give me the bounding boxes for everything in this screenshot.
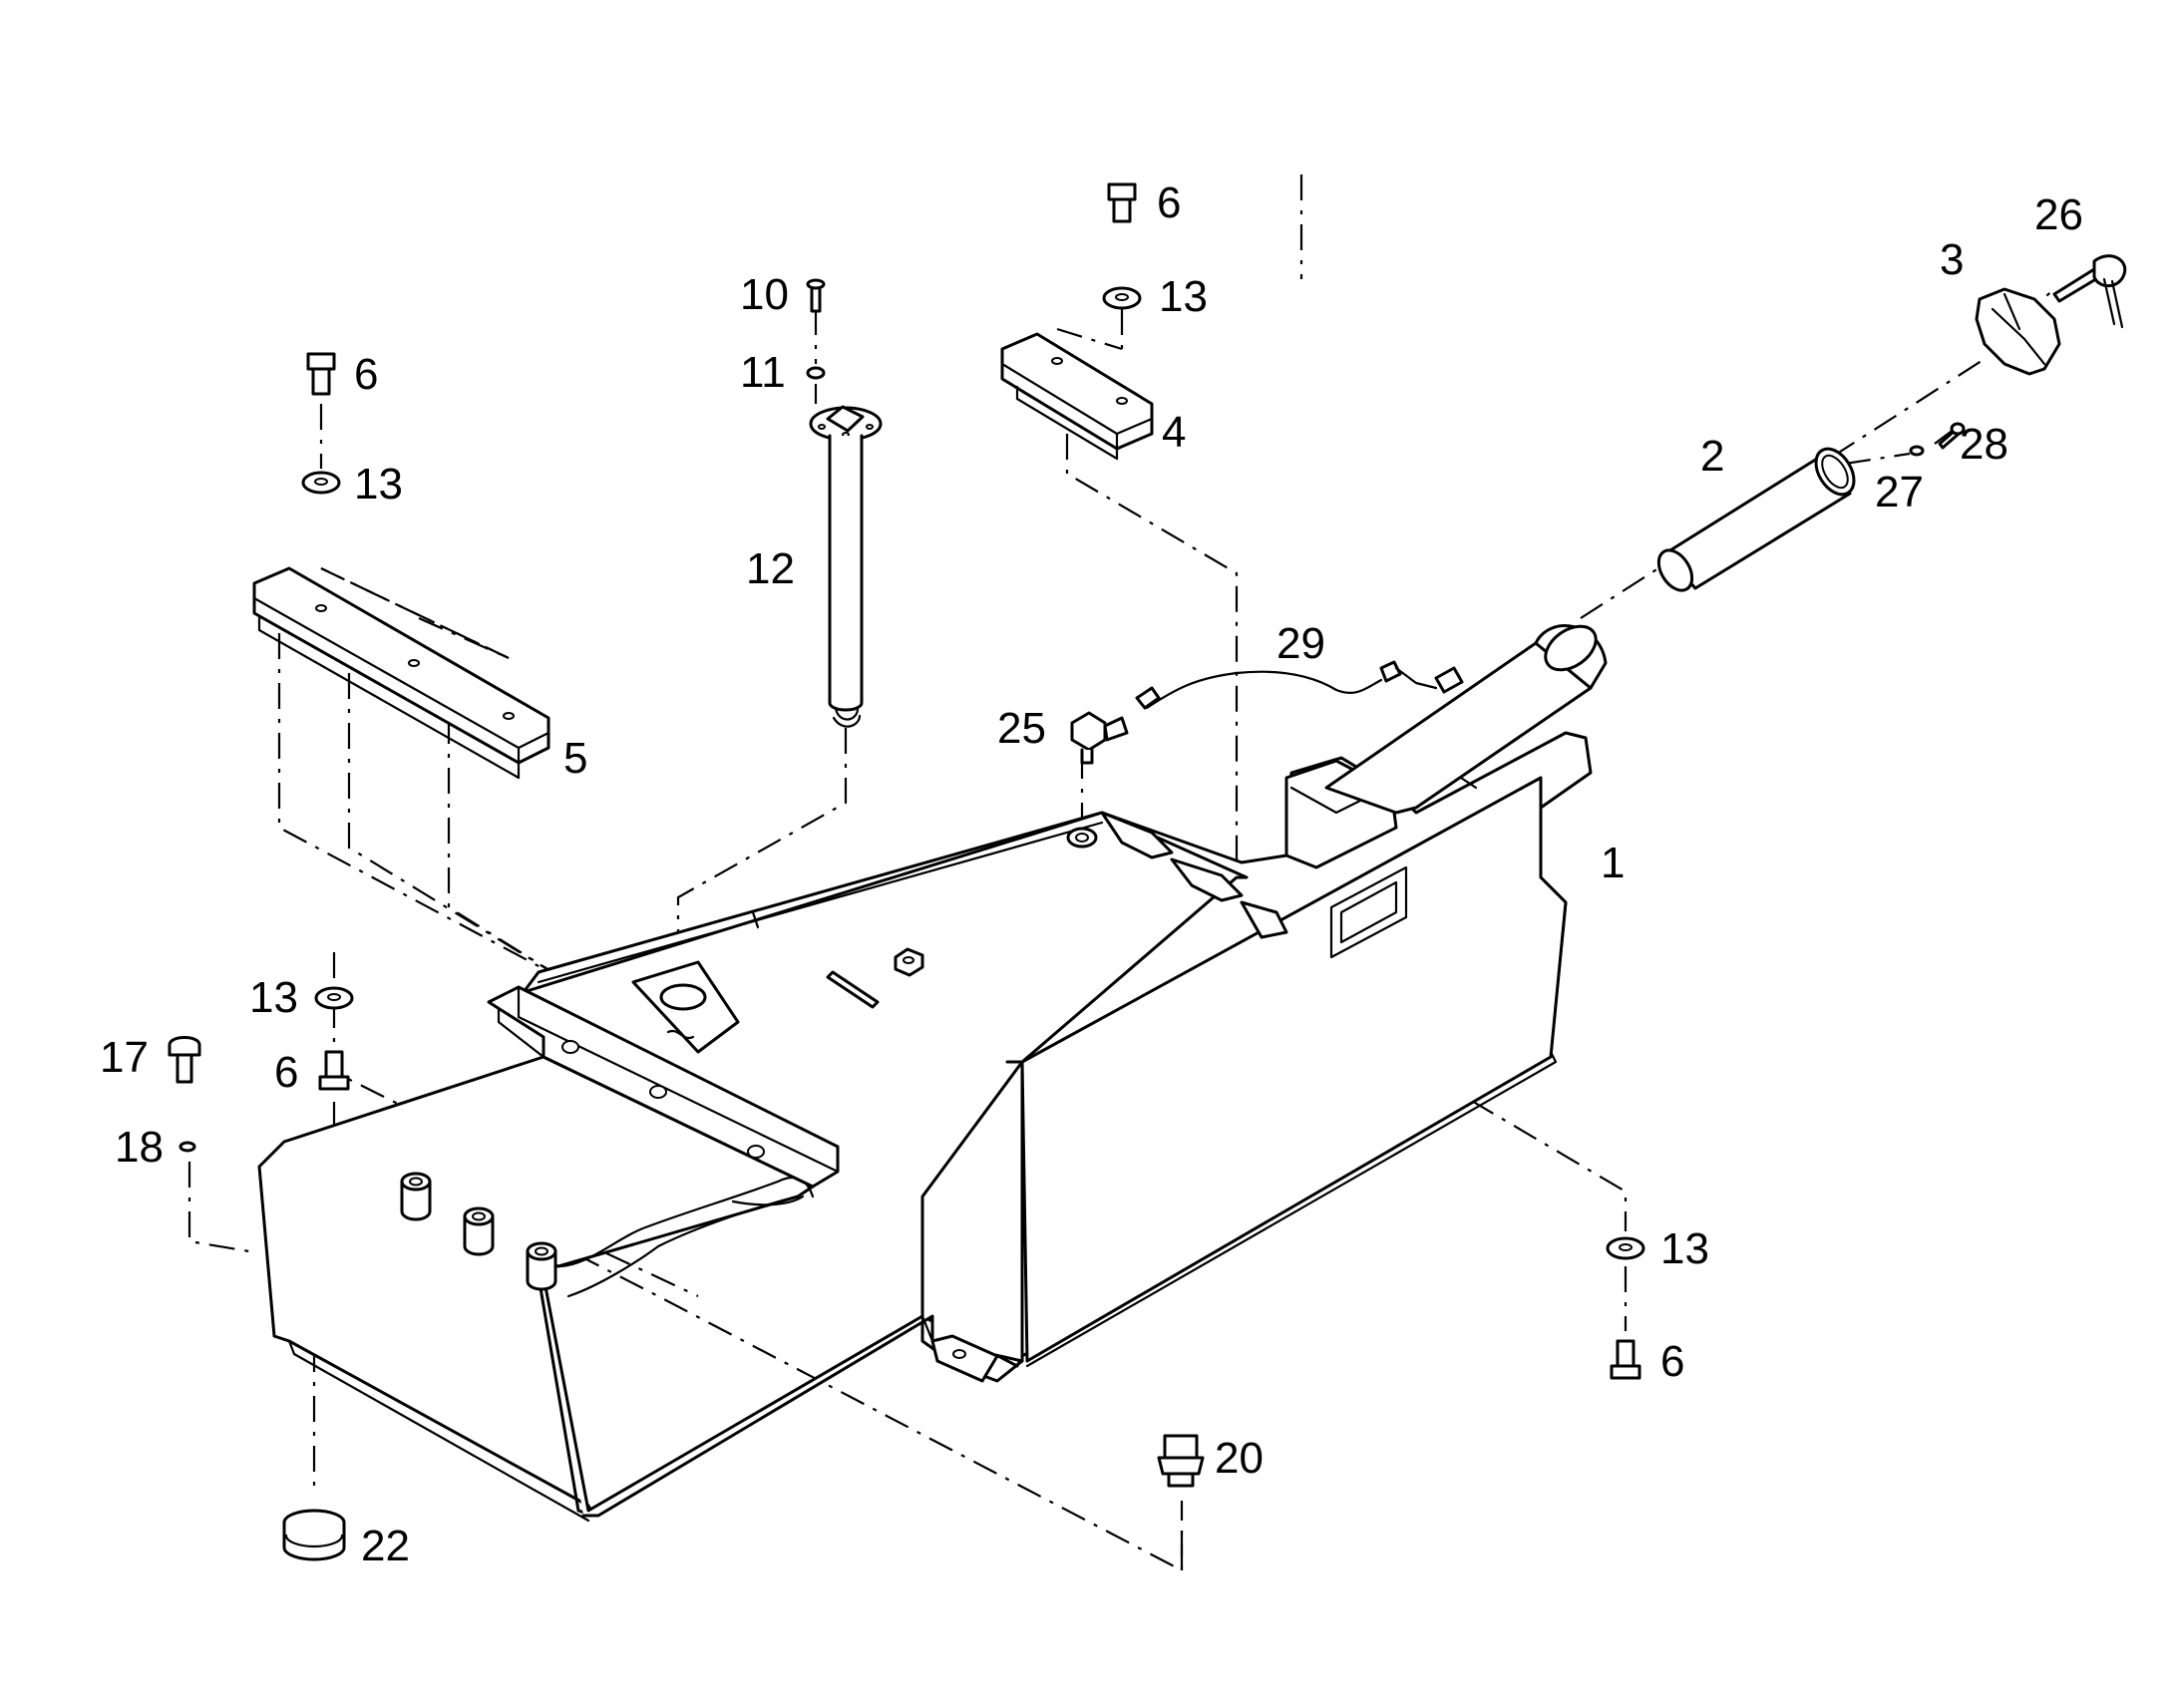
washer-13-top (1102, 286, 1142, 310)
bolt-6-right (1610, 1339, 1641, 1380)
filler-tube (1656, 447, 1856, 592)
key (2052, 254, 2127, 329)
callout-22: 22 (361, 1522, 410, 1570)
callout-13-right: 13 (1660, 1224, 1709, 1273)
callout-13-mid: 13 (249, 973, 298, 1022)
boss-3 (526, 1241, 557, 1291)
o-ring-27 (1909, 445, 1925, 457)
mount-block-5 (252, 566, 550, 780)
callout-4: 4 (1162, 408, 1186, 457)
callout-11: 11 (740, 348, 786, 397)
screw-10 (806, 278, 826, 313)
washer-18 (179, 1141, 196, 1153)
sender-flange (631, 960, 740, 1054)
callout-1: 1 (1601, 839, 1625, 887)
callout-20: 20 (1215, 1434, 1264, 1483)
bolt-17 (168, 1036, 201, 1084)
callout-10: 10 (740, 270, 789, 319)
washer-13-mid (314, 986, 354, 1010)
washer-13-right (1606, 1236, 1645, 1260)
callout-5: 5 (563, 734, 587, 783)
callout-6-left: 6 (354, 350, 378, 399)
callout-26: 26 (2034, 190, 2083, 239)
callout-25: 25 (997, 704, 1046, 753)
mount-block-4 (1000, 332, 1154, 461)
callout-6-mid: 6 (274, 1048, 298, 1097)
sensor-cable (1135, 660, 1464, 710)
callout-17: 17 (100, 1033, 149, 1082)
fuel-tank-body (257, 624, 1608, 1523)
fitting-20 (1157, 1434, 1205, 1488)
callout-2: 2 (1700, 432, 1724, 481)
callout-6-top: 6 (1157, 178, 1181, 227)
callout-18: 18 (115, 1123, 164, 1172)
screw-28 (1938, 422, 1966, 450)
callout-13-left: 13 (354, 460, 403, 509)
fuel-cap (1975, 287, 2061, 376)
sensor-25 (1070, 711, 1129, 765)
callout-3: 3 (1940, 235, 1964, 284)
callout-6-right: 6 (1660, 1337, 1684, 1386)
callout-27: 27 (1875, 468, 1924, 516)
callout-12: 12 (746, 544, 795, 593)
bolt-6-left (306, 352, 336, 396)
bolt-6-mid (318, 1050, 350, 1091)
boss-1 (400, 1172, 432, 1221)
washer-11 (806, 366, 826, 380)
callout-28: 28 (1960, 420, 2008, 469)
callout-29: 29 (1276, 619, 1325, 668)
callout-13-top: 13 (1159, 272, 1208, 321)
washer-13-left (301, 471, 341, 495)
boss-2 (463, 1206, 495, 1256)
bolt-6-top (1107, 182, 1137, 223)
sender-unit-12 (809, 405, 883, 728)
drain-plug-22 (282, 1509, 346, 1561)
callout-numbers: 1 2 3 4 5 6 6 6 6 10 11 12 13 13 13 13 1… (100, 178, 2083, 1570)
